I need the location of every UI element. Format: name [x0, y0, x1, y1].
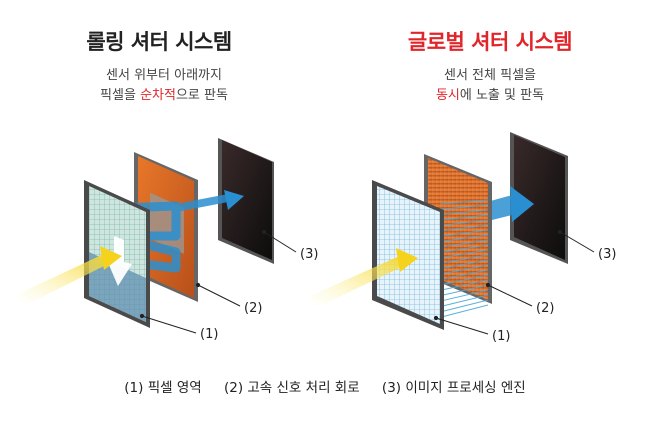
global-signal-line [439, 284, 489, 297]
global-signal-line [439, 219, 489, 227]
global-signal-line [439, 229, 489, 237]
global-signal-line [439, 279, 489, 291]
global-desc-highlight: 동시 [435, 88, 460, 103]
global-desc-line2: 동시에 노출 및 판독 [380, 86, 600, 106]
global-light-arrowhead [396, 248, 418, 272]
rolling-callout-2: (2) [244, 301, 262, 316]
global-signal-line [439, 289, 489, 302]
legend-item-pixel-area: (1) 픽셀 영역 [124, 380, 202, 396]
rolling-desc-post: 으로 판독 [175, 88, 228, 103]
legend: (1) 픽셀 영역 (2) 고속 신호 처리 회로 (3) 이미지 프로세싱 엔… [0, 376, 650, 396]
global-signal-line [439, 259, 489, 270]
rolling-shutter-description: 센서 위부터 아래까지 픽셀을 순차적으로 판독 [44, 66, 284, 106]
rolling-desc-highlight: 순차적 [140, 88, 176, 103]
rolling-processing-engine-panel [218, 138, 274, 264]
global-desc-post: 에 노출 및 판독 [459, 88, 545, 103]
rolling-callout-lines [139, 229, 297, 334]
rolling-shutter-diagram: (1) (2) (3) [18, 138, 318, 342]
global-callout-2: (2) [536, 301, 554, 316]
rolling-output-arrowhead [224, 190, 244, 210]
rolling-light-arrowhead [100, 246, 122, 270]
global-signal-line [439, 214, 489, 221]
global-signal-line [439, 204, 489, 210]
rolling-desc-pre: 픽셀을 [100, 88, 141, 103]
global-callout-3: (3) [598, 247, 616, 262]
global-signal-line [439, 249, 489, 259]
global-signal-line [439, 244, 489, 254]
global-processing-engine-panel [510, 132, 568, 264]
rolling-callout-1: (1) [200, 327, 218, 342]
global-signal-line [439, 269, 489, 281]
global-parallel-signals [439, 199, 489, 318]
global-signal-line [439, 224, 489, 232]
global-signal-line [439, 294, 489, 308]
rolling-shutter-title: 롤링 셔터 시스템 [86, 30, 232, 54]
rolling-desc-line1: 센서 위부터 아래까지 [106, 68, 222, 83]
global-signal-line [439, 304, 489, 318]
global-signal-line [439, 199, 489, 205]
global-desc-line1: 센서 전체 픽셀을 [444, 68, 536, 83]
global-light-beam [310, 254, 408, 308]
global-signal-line [439, 239, 489, 248]
legend-item-signal-circuit: (2) 고속 신호 처리 회로 [223, 380, 360, 396]
global-callout-lines [433, 229, 595, 335]
global-shutter-description: 센서 전체 픽셀을 동시에 노출 및 판독 [380, 66, 600, 106]
global-signal-line [439, 299, 489, 313]
global-signal-line [439, 264, 489, 275]
rolling-callout-3: (3) [300, 247, 318, 262]
global-signal-line [439, 274, 489, 286]
global-shutter-diagram: (1) (2) (3) [310, 132, 616, 344]
rolling-light-beam [18, 252, 112, 306]
global-signal-line [439, 254, 489, 264]
global-signal-line [439, 234, 489, 243]
global-signal-line [439, 209, 489, 216]
rolling-desc-line2: 픽셀을 순차적으로 판독 [44, 86, 284, 106]
legend-item-processing-engine: (3) 이미지 프로세싱 엔진 [381, 380, 526, 396]
global-shutter-title: 글로벌 셔터 시스템 [407, 30, 573, 54]
global-callout-1: (1) [492, 329, 510, 344]
